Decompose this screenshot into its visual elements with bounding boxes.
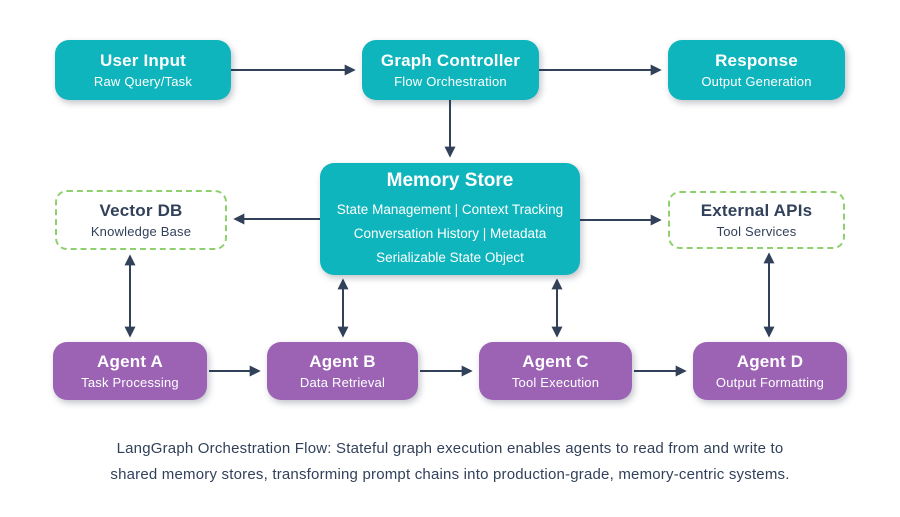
node-memory-store-line3: Serializable State Object <box>376 250 524 265</box>
node-external-apis-subtitle: Tool Services <box>716 224 797 239</box>
node-vector-db-title: Vector DB <box>99 201 183 220</box>
diagram-caption: LangGraph Orchestration Flow: Stateful g… <box>0 436 900 488</box>
diagram-caption-line1: LangGraph Orchestration Flow: Stateful g… <box>116 440 784 457</box>
node-agent-d-subtitle: Output Formatting <box>715 375 825 390</box>
node-response: Response Output Generation <box>668 40 845 100</box>
node-agent-b-title: Agent B <box>309 352 376 371</box>
node-agent-c-title: Agent C <box>522 352 589 371</box>
node-agent-d-title: Agent D <box>736 352 804 371</box>
node-memory-store: Memory Store State Management | Context … <box>320 163 580 275</box>
node-memory-store-line2: Conversation History | Metadata <box>353 226 547 241</box>
node-graph-controller-subtitle: Flow Orchestration <box>394 74 507 89</box>
node-agent-c: Agent C Tool Execution <box>479 342 632 400</box>
node-agent-d: Agent D Output Formatting <box>693 342 847 400</box>
node-user-input-title: User Input <box>99 51 187 70</box>
node-agent-b-subtitle: Data Retrieval <box>299 375 386 390</box>
node-vector-db-subtitle: Knowledge Base <box>90 224 192 239</box>
node-agent-c-subtitle: Tool Execution <box>511 375 600 390</box>
node-agent-a: Agent A Task Processing <box>53 342 207 400</box>
node-graph-controller: Graph Controller Flow Orchestration <box>362 40 539 100</box>
node-user-input: User Input Raw Query/Task <box>55 40 231 100</box>
node-agent-a-title: Agent A <box>97 352 163 371</box>
diagram-caption-line2: shared memory stores, transforming promp… <box>110 466 790 483</box>
node-graph-controller-title: Graph Controller <box>380 51 521 70</box>
node-user-input-subtitle: Raw Query/Task <box>93 74 193 89</box>
node-external-apis-title: External APIs <box>700 201 813 220</box>
node-agent-b: Agent B Data Retrieval <box>267 342 418 400</box>
node-agent-a-subtitle: Task Processing <box>81 375 179 390</box>
node-response-subtitle: Output Generation <box>701 74 812 89</box>
node-memory-store-title: Memory Store <box>386 170 514 191</box>
node-external-apis: External APIs Tool Services <box>668 191 845 249</box>
node-memory-store-line1: State Management | Context Tracking <box>336 202 564 217</box>
node-response-title: Response <box>715 51 798 70</box>
node-vector-db: Vector DB Knowledge Base <box>55 190 227 250</box>
